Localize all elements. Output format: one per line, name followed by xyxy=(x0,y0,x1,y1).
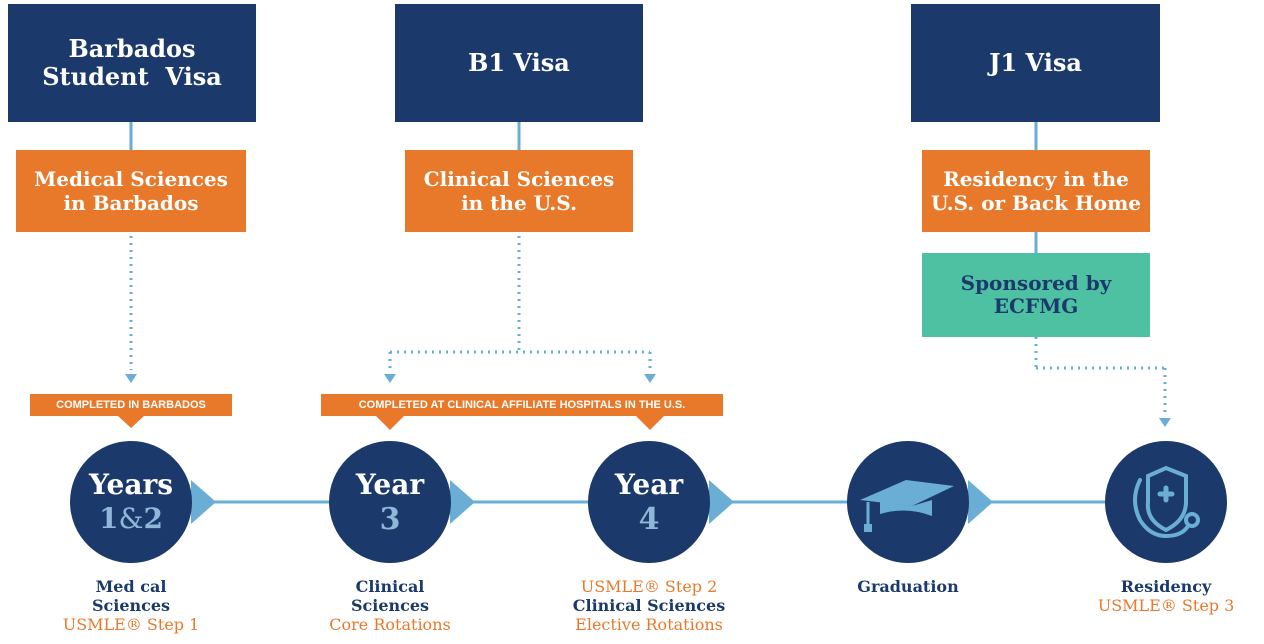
caption-bold: Graduation xyxy=(857,577,959,596)
stage-line1: Medical Sciences xyxy=(34,167,228,191)
caption-year-3: Clinical Sciences Core Rotations xyxy=(290,577,490,634)
caption-residency: Residency USMLE® Step 3 xyxy=(1068,577,1264,615)
milestone-circle-residency xyxy=(1105,441,1227,563)
stage-line1: Residency in the xyxy=(943,167,1129,191)
milestone-number: 4 xyxy=(638,502,660,537)
pill-label: COMPLETED AT CLINICAL AFFILIATE HOSPITAL… xyxy=(358,399,686,411)
number-b: 2 xyxy=(143,502,163,535)
visa-label-line1: Barbados xyxy=(68,34,196,63)
caption-orange-top: USMLE® Step 2 xyxy=(580,577,718,596)
caption-year-4: USMLE® Step 2 Clinical Sciences Elective… xyxy=(549,577,749,634)
milestone-text-years-1-2: Years 1&2 xyxy=(69,440,193,564)
milestone-circle-years-1-2 xyxy=(70,441,192,563)
medical-shield-stethoscope-icon xyxy=(1133,465,1200,539)
stage-line2: in Barbados xyxy=(63,191,199,215)
sponsor-line1: Sponsored by xyxy=(960,271,1112,295)
visa-box-barbados-student: Barbados Student Visa xyxy=(8,4,256,122)
stage-line2: in the U.S. xyxy=(461,191,577,215)
milestone-top: Year xyxy=(614,468,684,501)
number-a: 1 xyxy=(99,502,119,535)
caption-orange: Core Rotations xyxy=(329,615,451,634)
visa-box-j1: J1 Visa xyxy=(911,4,1160,122)
milestone-circle-year-4 xyxy=(588,441,710,563)
graduation-cap-icon xyxy=(860,480,954,532)
sponsor-box-ecfmg: Sponsored by ECFMG xyxy=(922,253,1150,337)
visa-label: J1 Visa xyxy=(989,48,1082,77)
caption-bold: Clinical xyxy=(355,577,425,596)
caption-years-1-2: Med cal Sciences USMLE® Step 1 xyxy=(31,577,231,634)
pill-completed-at-clinical-hospitals: COMPLETED AT CLINICAL AFFILIATE HOSPITAL… xyxy=(321,394,723,416)
caption-orange: USMLE® Step 1 xyxy=(62,615,200,634)
caption-bold: Sciences xyxy=(350,596,430,615)
stage-line2: U.S. or Back Home xyxy=(930,191,1142,215)
caption-bold: Med cal xyxy=(95,577,167,596)
milestone-text-year-4: Year 4 xyxy=(587,440,711,564)
caption-orange: Elective Rotations xyxy=(575,615,723,634)
caption-bold: Clinical Sciences xyxy=(572,596,726,615)
milestone-circle-year-3 xyxy=(329,441,451,563)
caption-graduation: Graduation xyxy=(808,577,1008,596)
visa-box-b1: B1 Visa xyxy=(395,4,643,122)
milestone-number: 3 xyxy=(379,502,401,537)
pill-label: COMPLETED IN BARBADOS xyxy=(56,399,206,411)
stage-line1: Clinical Sciences xyxy=(423,167,615,191)
stage-box-residency: Residency in the U.S. or Back Home xyxy=(922,150,1150,232)
pill-completed-in-barbados: COMPLETED IN BARBADOS xyxy=(30,394,232,416)
milestone-number: 1&2 xyxy=(69,502,193,535)
milestone-circle-graduation xyxy=(847,441,969,563)
caption-bold: Sciences xyxy=(91,596,171,615)
ampersand: & xyxy=(118,502,144,535)
caption-orange: USMLE® Step 3 xyxy=(1097,596,1235,615)
stage-box-medical-sciences: Medical Sciences in Barbados xyxy=(16,150,246,232)
caption-bold: Residency xyxy=(1120,577,1212,596)
stage-box-clinical-sciences: Clinical Sciences in the U.S. xyxy=(405,150,633,232)
sponsor-line2: ECFMG xyxy=(993,294,1079,318)
milestone-top: Years xyxy=(88,468,174,501)
visa-label-line2: Student Visa xyxy=(42,62,222,91)
milestone-top: Year xyxy=(355,468,425,501)
visa-label: B1 Visa xyxy=(468,48,570,77)
milestone-text-year-3: Year 3 xyxy=(328,440,452,564)
